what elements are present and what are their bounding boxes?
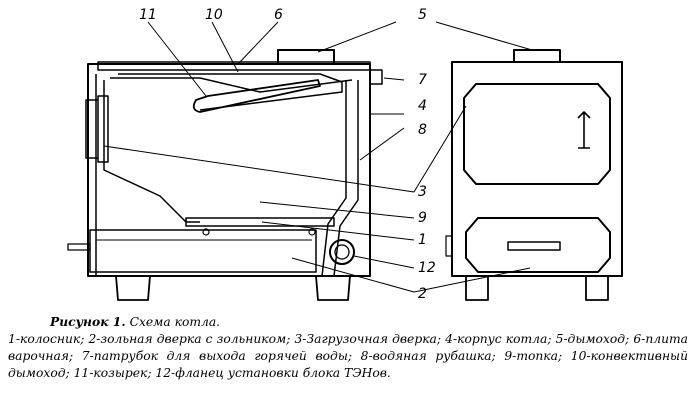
front-leg-right — [585, 276, 609, 301]
loading-door-front — [463, 83, 611, 185]
callout-7: 7 — [418, 72, 427, 88]
callout-labels: 11 10 6 5 7 4 8 3 9 1 12 2 — [139, 7, 436, 302]
leg-front-right — [315, 275, 351, 301]
caption-legend: 1-колосник; 2-зольная дверка с зольником… — [8, 332, 688, 380]
convective-flue — [118, 73, 343, 111]
front-leg-left — [465, 276, 489, 301]
figure-title: Схема котла. — [129, 315, 221, 329]
caption-title: Рисунок 1. Схема котла. — [8, 313, 688, 331]
callout-6: 6 — [274, 7, 283, 23]
top-flue — [277, 49, 335, 65]
side-section-view — [67, 49, 383, 301]
grate — [185, 217, 335, 227]
figure-label: Рисунок 1. — [50, 314, 126, 329]
cooking-plate — [97, 61, 371, 71]
visor — [192, 79, 321, 113]
callout-12: 12 — [418, 260, 436, 276]
ash-door-vent — [507, 241, 561, 251]
heater-flange — [329, 239, 355, 265]
callout-2: 2 — [418, 286, 427, 302]
front-view — [445, 49, 623, 301]
figure-caption: Рисунок 1. Схема котла. 1-колосник; 2-зо… — [8, 313, 688, 382]
callout-10: 10 — [205, 7, 223, 23]
hot-water-outlet — [369, 69, 383, 85]
callout-4: 4 — [418, 98, 427, 114]
callout-5: 5 — [418, 7, 427, 23]
callout-3: 3 — [418, 184, 427, 200]
leg-front-left — [115, 275, 151, 301]
callout-8: 8 — [418, 122, 427, 138]
ash-door-front — [465, 217, 611, 273]
callout-9: 9 — [418, 210, 427, 226]
front-body-outline — [451, 61, 623, 277]
boiler-schematic: 11 10 6 5 7 4 8 3 9 1 12 2 — [67, 7, 623, 302]
leader-lines — [103, 21, 533, 293]
boiler-body-outline — [87, 63, 371, 277]
callout-1: 1 — [418, 232, 427, 248]
callout-11: 11 — [139, 7, 157, 23]
front-top-flue — [513, 49, 561, 63]
ash-pan-side — [89, 229, 317, 273]
